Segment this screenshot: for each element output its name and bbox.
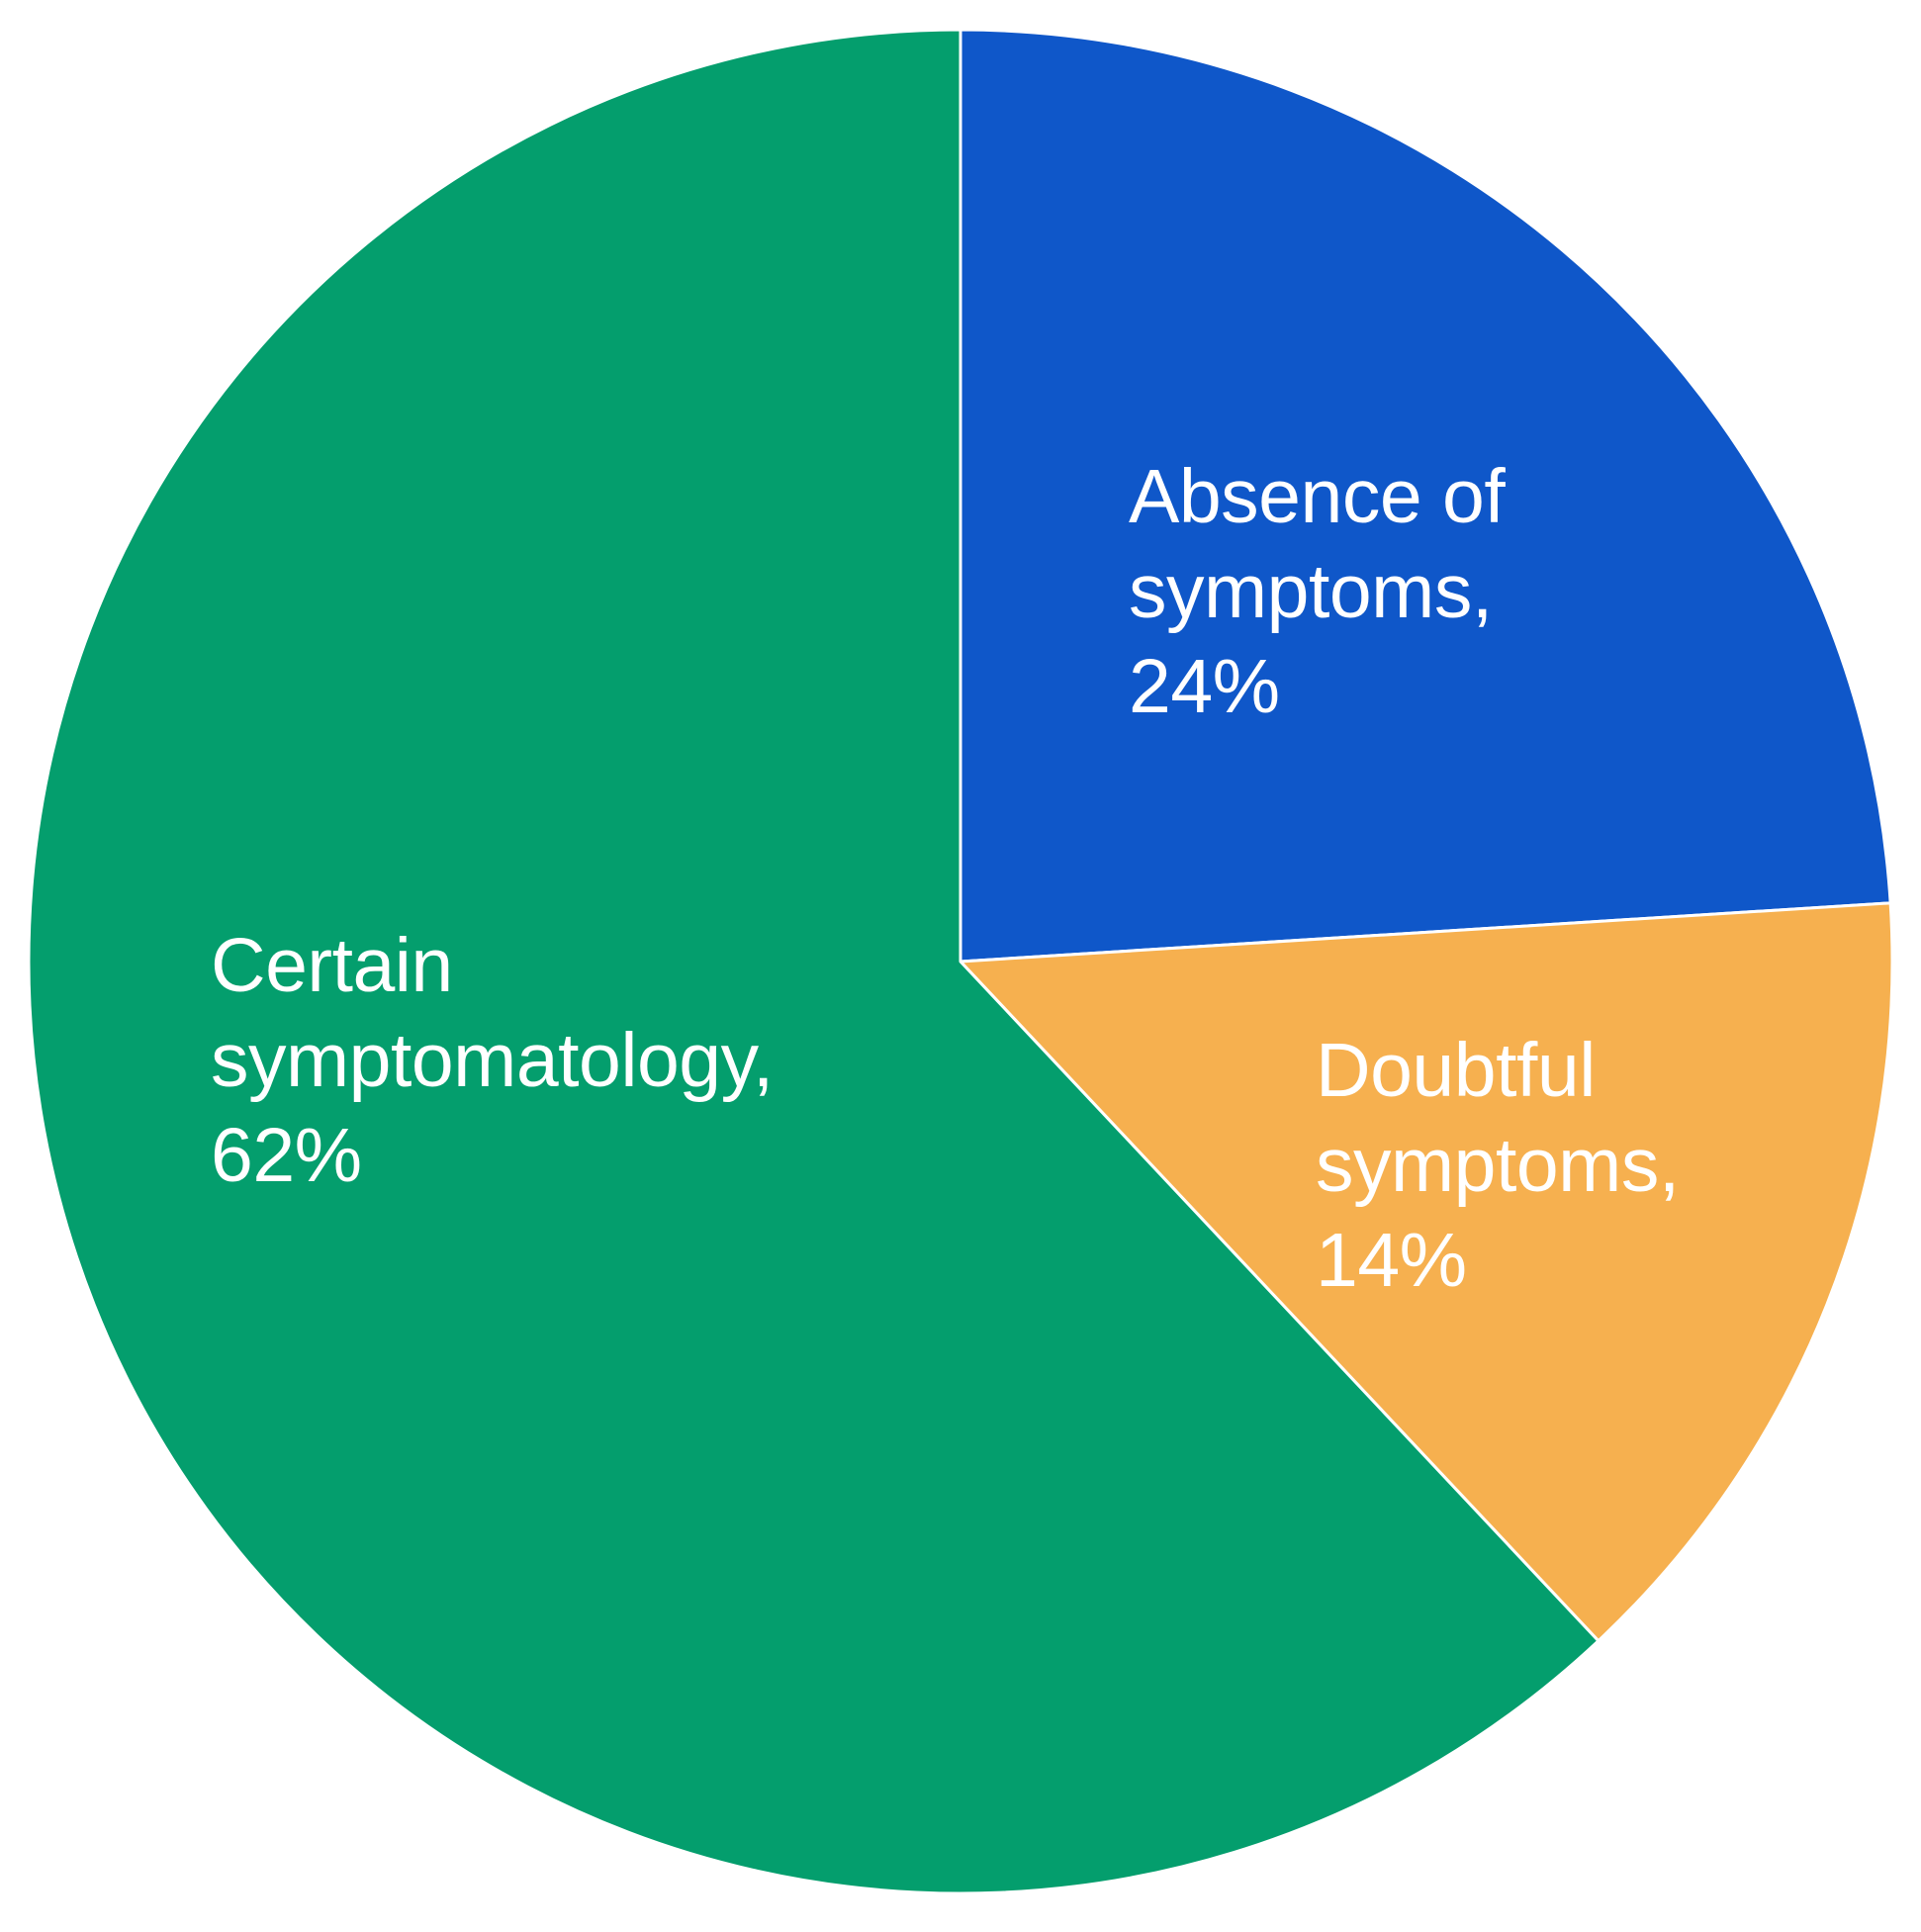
slice-label-line: 14% — [1316, 1218, 1467, 1303]
pie-slice-doubtful-symptoms — [959, 901, 1894, 1643]
slice-label-line: symptoms, — [1316, 1123, 1680, 1208]
pie-labels: Absence of symptoms, 24% Doubtful symptoms, 1… — [211, 454, 1680, 1303]
slice-label-line: Absence of — [1129, 454, 1506, 539]
slice-label-line: Certain — [211, 923, 453, 1008]
slice-label-certain-symptomatology: Certain symptomatology, 62% — [211, 923, 774, 1198]
slice-label-line: 24% — [1129, 644, 1280, 729]
pie-slice-absence-of-symptoms — [959, 28, 1892, 964]
slice-label-absence-of-symptoms: Absence of symptoms, 24% — [1129, 454, 1506, 729]
slice-label-line: symptomatology, — [211, 1018, 774, 1103]
pie-slices — [27, 28, 1894, 1895]
pie-slice-certain-symptomatology — [27, 28, 1601, 1895]
slice-label-line: symptoms, — [1129, 549, 1493, 634]
slice-label-line: Doubtful — [1316, 1028, 1596, 1113]
slice-label-doubtful-symptoms: Doubtful symptoms, 14% — [1316, 1028, 1680, 1303]
slice-label-line: 62% — [211, 1113, 362, 1198]
